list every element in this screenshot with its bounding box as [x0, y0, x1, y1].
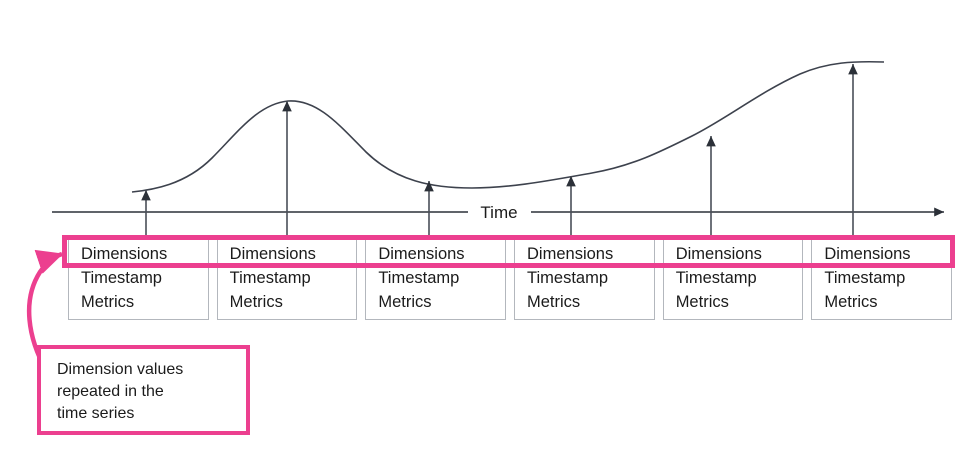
record-box-2[interactable]: Dimensions Timestamp Metrics	[216, 235, 358, 320]
record-metrics-label: Metrics	[81, 293, 135, 311]
record-box-1[interactable]: Dimensions Timestamp Metrics	[68, 235, 209, 320]
record-timestamp-label: Timestamp	[527, 269, 609, 287]
record-dimensions-label: Dimensions	[378, 245, 465, 263]
record-timestamp-label: Timestamp	[824, 269, 906, 287]
record-dimensions-label: Dimensions	[527, 245, 614, 263]
record-dimensions-label: Dimensions	[81, 245, 168, 263]
record-box-6[interactable]: Dimensions Timestamp Metrics	[811, 235, 953, 320]
record-metrics-label: Metrics	[378, 293, 432, 311]
callout-box: Dimension values repeated in the time se…	[37, 345, 250, 435]
record-timestamp-label: Timestamp	[81, 269, 162, 287]
callout-line-3: time series	[57, 405, 135, 422]
timeseries-curve	[131, 60, 885, 193]
record-timestamp-label: Timestamp	[229, 269, 311, 287]
callout-line-2: repeated in the	[57, 383, 164, 400]
record-metrics-label: Metrics	[824, 293, 878, 311]
callout-line-1: Dimension values	[57, 361, 184, 378]
record-metrics-label: Metrics	[527, 293, 581, 311]
record-box-5[interactable]: Dimensions Timestamp Metrics	[662, 235, 804, 320]
time-axis-label: Time	[480, 203, 517, 222]
record-metrics-label: Metrics	[675, 293, 729, 311]
record-dimensions-label: Dimensions	[824, 245, 911, 263]
record-row: Dimensions Timestamp Metrics Dimensions …	[68, 235, 953, 320]
record-timestamp-label: Timestamp	[675, 269, 757, 287]
record-timestamp-label: Timestamp	[378, 269, 460, 287]
record-box-4[interactable]: Dimensions Timestamp Metrics	[514, 235, 655, 320]
record-box-3[interactable]: Dimensions Timestamp Metrics	[365, 235, 507, 320]
record-dimensions-label: Dimensions	[229, 245, 316, 263]
record-metrics-label: Metrics	[229, 293, 283, 311]
record-dimensions-label: Dimensions	[675, 245, 762, 263]
